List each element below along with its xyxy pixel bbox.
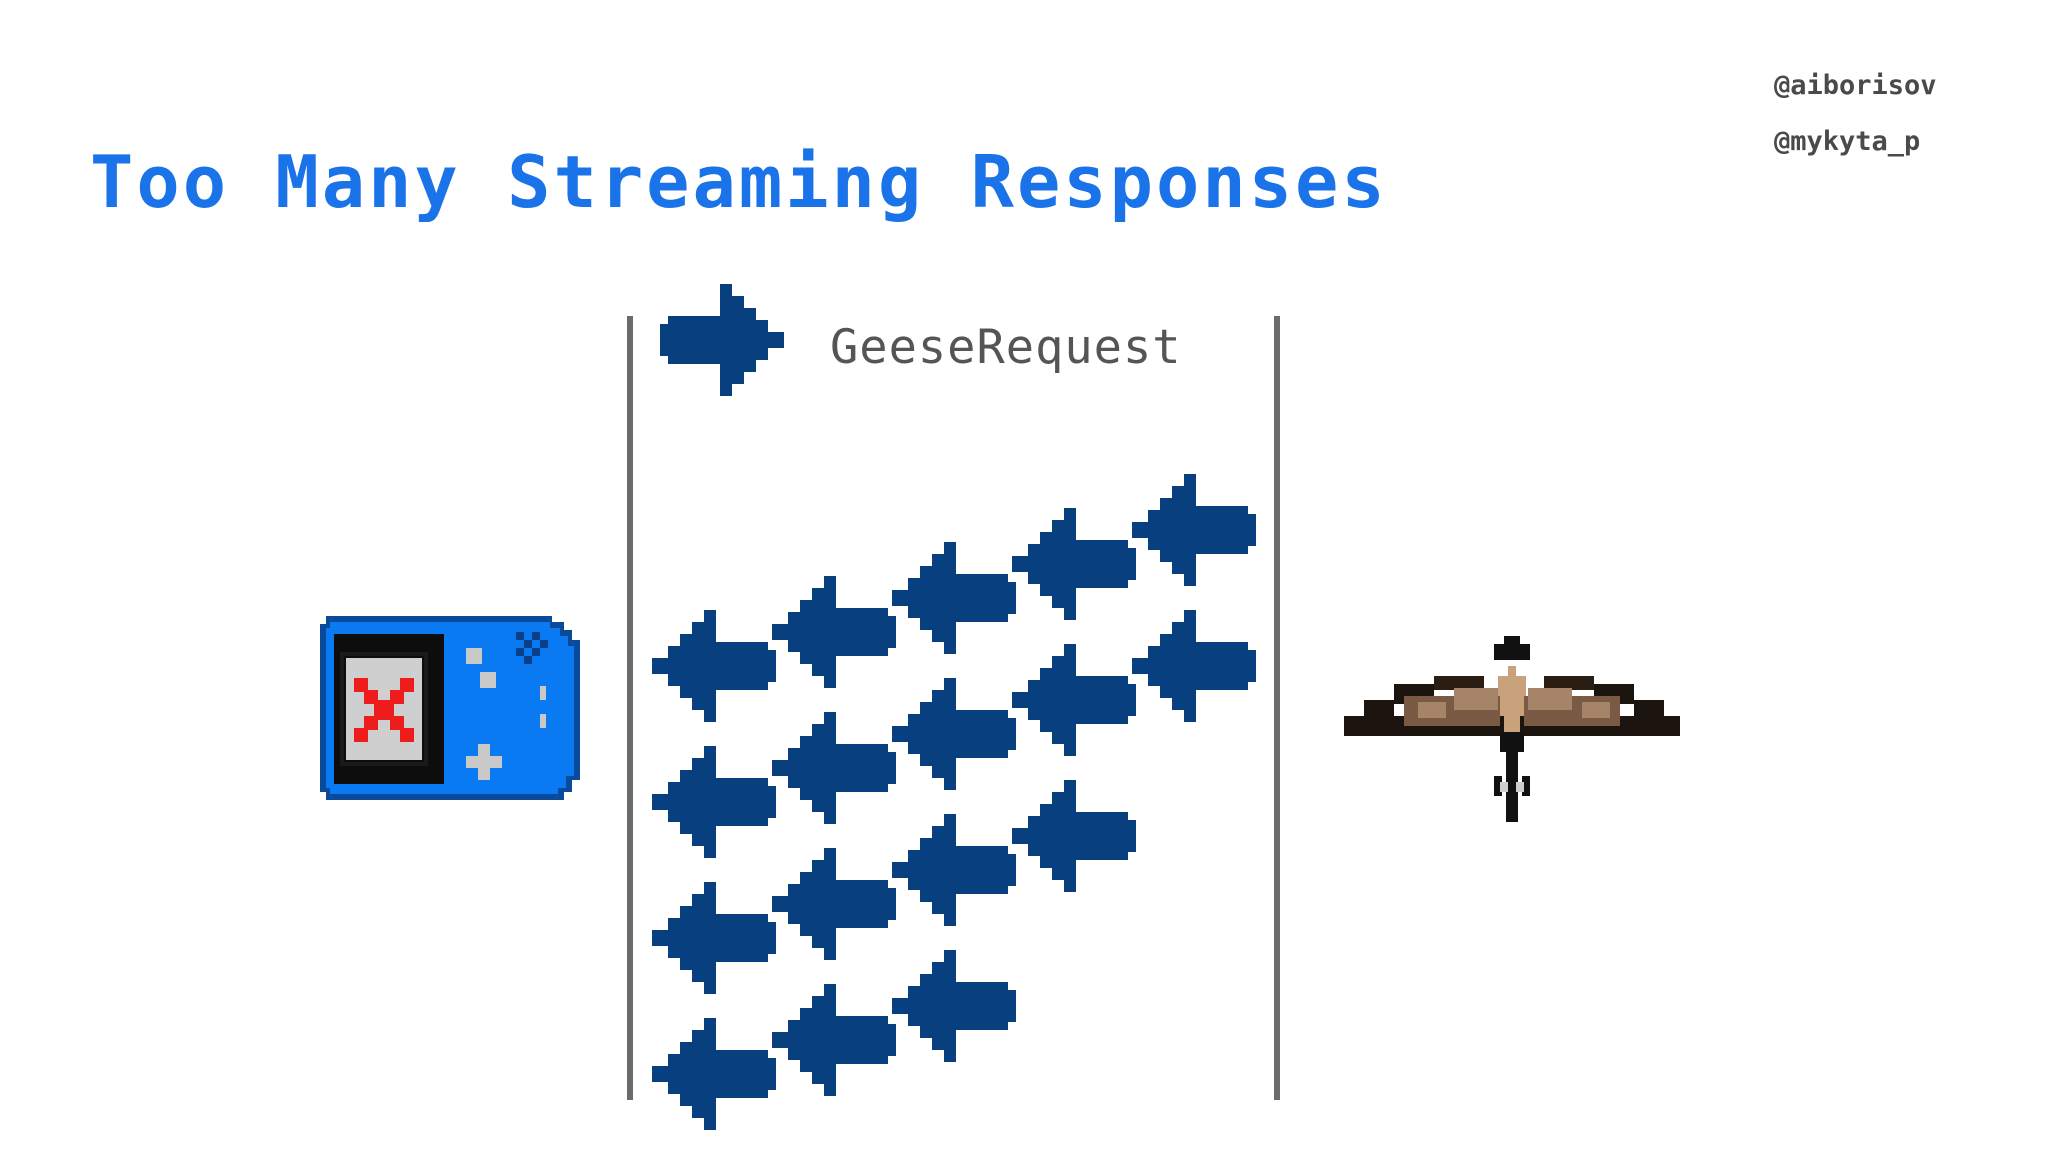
client-boundary-line <box>627 316 633 1100</box>
response-arrow-icon <box>1132 474 1256 586</box>
error-x-icon <box>354 678 414 742</box>
author-handles: @aiborisov @mykyta_p <box>1774 58 1937 170</box>
response-arrow-icon <box>652 610 776 722</box>
response-arrow-icon <box>652 882 776 994</box>
response-arrow-icon <box>772 984 896 1096</box>
response-arrow-icon <box>1012 508 1136 620</box>
response-arrow-icon <box>892 814 1016 926</box>
author-handle-1: @aiborisov <box>1774 70 1937 101</box>
server-boundary-line <box>1274 316 1280 1100</box>
response-arrow-icon <box>772 848 896 960</box>
response-arrow-icon <box>892 542 1016 654</box>
request-arrow-icon <box>660 284 784 396</box>
response-arrow-icon <box>652 1018 776 1130</box>
response-arrow-icon <box>1012 644 1136 756</box>
handheld-console-error-icon <box>320 616 580 800</box>
response-arrow-icon <box>892 950 1016 1062</box>
response-arrow-icon <box>772 576 896 688</box>
request-label: GeeseRequest <box>830 320 1182 375</box>
response-arrow-icon <box>652 746 776 858</box>
slide-title: Too Many Streaming Responses <box>90 140 1388 224</box>
response-arrow-icon <box>772 712 896 824</box>
response-arrow-icon <box>892 678 1016 790</box>
response-arrow-icon <box>1012 780 1136 892</box>
author-handle-2: @mykyta_p <box>1774 126 1921 157</box>
goose-icon <box>1344 636 1680 822</box>
response-arrow-icon <box>1132 610 1256 722</box>
